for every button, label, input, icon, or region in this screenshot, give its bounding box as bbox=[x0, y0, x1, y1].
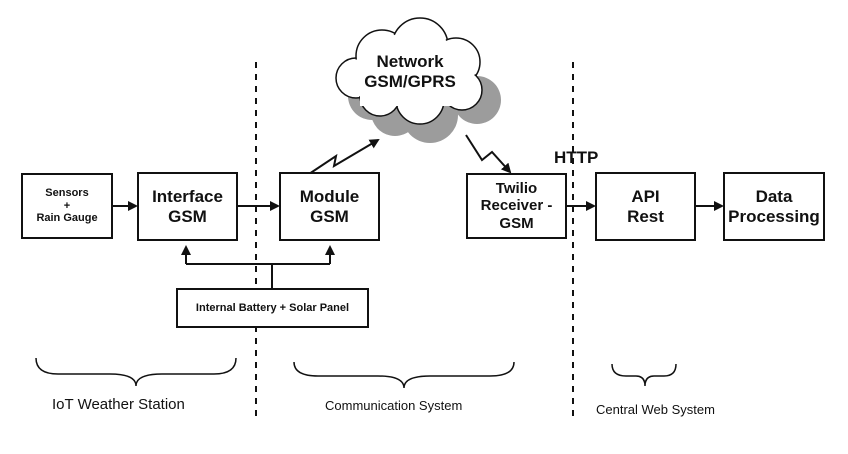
interface-gsm-label: Interface GSM bbox=[152, 186, 223, 226]
central-web-system-label: Central Web System bbox=[596, 402, 715, 417]
module-gsm-node: Module GSM bbox=[279, 172, 380, 241]
power-source-node: Internal Battery + Solar Panel bbox=[176, 288, 369, 328]
wireless-arrow-network-to-twilio bbox=[465, 134, 512, 174]
network-label: Network GSM/GPRS bbox=[364, 52, 456, 92]
data-processing-label: Data Processing bbox=[728, 186, 820, 226]
brace-communication bbox=[293, 361, 515, 389]
twilio-receiver-node: Twilio Receiver - GSM bbox=[466, 173, 567, 239]
brace-iot-station bbox=[35, 357, 237, 387]
twilio-receiver-label: Twilio Receiver - GSM bbox=[480, 180, 553, 232]
module-gsm-label: Module GSM bbox=[299, 186, 360, 226]
communication-system-label: Communication System bbox=[325, 398, 463, 413]
sensors-label: Sensors + Rain Gauge bbox=[36, 187, 98, 225]
api-rest-node: API Rest bbox=[595, 172, 696, 241]
http-label: HTTP bbox=[554, 148, 599, 167]
sensors-node: Sensors + Rain Gauge bbox=[21, 173, 113, 239]
iot-station-label: IoT Weather Station bbox=[52, 396, 185, 413]
brace-central-web bbox=[611, 363, 677, 387]
data-processing-node: Data Processing bbox=[723, 172, 825, 241]
interface-gsm-node: Interface GSM bbox=[137, 172, 238, 241]
power-connectors bbox=[181, 245, 335, 288]
api-rest-label: API Rest bbox=[627, 186, 664, 226]
wireless-arrow-module-to-network bbox=[308, 138, 380, 175]
power-source-label: Internal Battery + Solar Panel bbox=[195, 301, 350, 314]
